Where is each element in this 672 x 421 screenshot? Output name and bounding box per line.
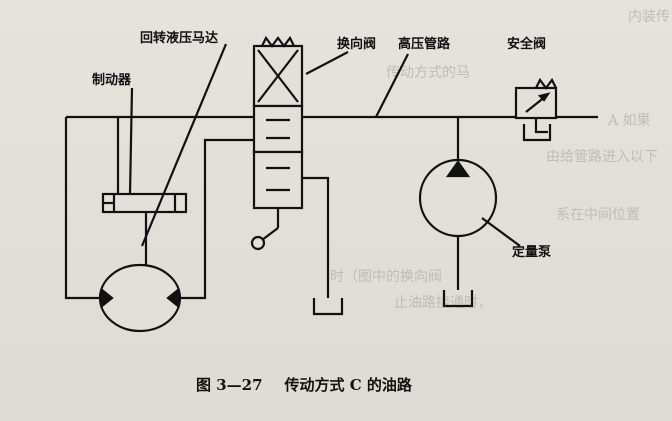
fixed-pump-symbol — [418, 158, 498, 238]
valve-tank-symbol — [312, 298, 344, 316]
bleed-text-1: 内装传 — [628, 9, 670, 25]
figure-title: 传动方式 C 的油路 — [284, 376, 412, 394]
leader-valve — [305, 51, 349, 75]
label-motor: 回转液压马达 — [140, 31, 219, 46]
leader-motor — [140, 43, 228, 247]
bleed-text-3: A 如果 — [608, 113, 651, 129]
safety-tank-symbol — [522, 124, 552, 142]
bleed-text-5: 系在中间位置 — [556, 207, 640, 223]
leader-pump — [481, 217, 521, 247]
bleed-text-6: 时（图中的换向阀 — [330, 269, 442, 285]
label-safety: 安全阀 — [507, 37, 547, 52]
safety-valve-return — [534, 118, 548, 134]
brake-cylinder — [101, 192, 188, 214]
leader-brake — [128, 87, 134, 195]
directional-valve — [250, 35, 304, 251]
bleed-text-4: 由给管路进入以下 — [546, 149, 658, 165]
label-pump: 定量泵 — [512, 245, 552, 260]
motor-left-line — [64, 117, 102, 300]
bleed-text-2: 传动方式的马 — [386, 65, 470, 81]
hydraulic-motor-symbol — [98, 263, 182, 333]
figure-caption: 图 3—27 传动方式 C 的油路 — [196, 374, 412, 395]
label-brake: 制动器 — [92, 73, 132, 88]
label-valve: 换向阀 — [337, 37, 377, 52]
figure-number: 图 3—27 — [196, 376, 263, 394]
motor-right-line — [178, 138, 254, 300]
safety-valve — [514, 77, 558, 120]
valve-tank-line — [302, 176, 330, 298]
pump-tank-symbol — [442, 290, 474, 308]
leader-pipeline — [375, 53, 409, 118]
label-pipeline: 高压管路 — [398, 37, 451, 52]
